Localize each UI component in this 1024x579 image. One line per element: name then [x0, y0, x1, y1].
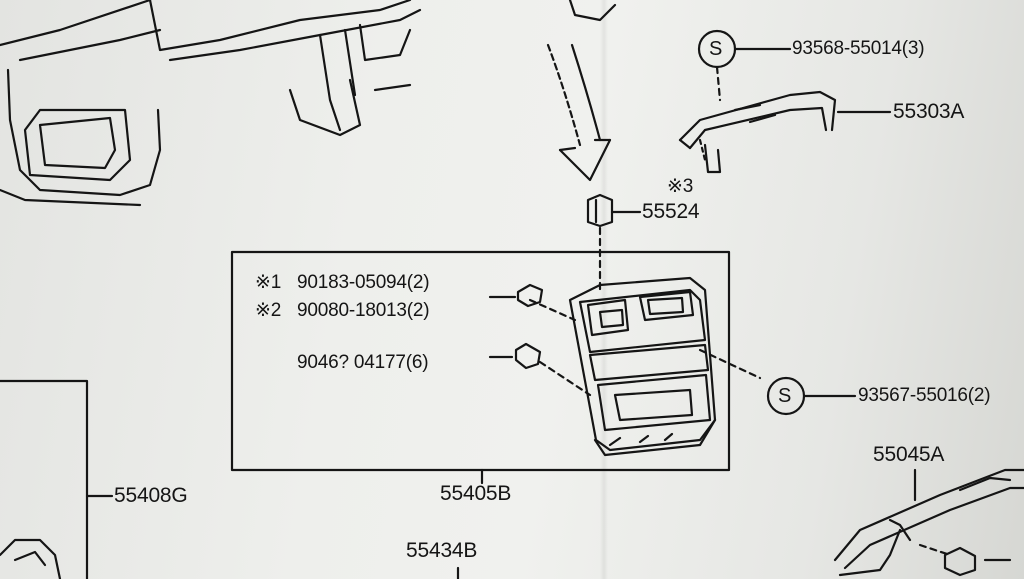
label-note-1-mark: ※1 — [255, 272, 282, 293]
label-clip-grommet: 9046? 04177(6) — [297, 352, 429, 373]
label-clip: 55524 — [642, 200, 700, 223]
center-panel-drawing — [568, 276, 762, 457]
label-note-1-part: 90183-05094(2) — [297, 272, 430, 293]
s-symbol-side: S — [778, 385, 792, 407]
label-note-2-part: 90080-18013(2) — [297, 300, 430, 321]
direction-arrow — [546, 43, 612, 182]
label-left-panel: 55408G — [114, 484, 188, 507]
lower-bracket — [833, 468, 1024, 577]
left-panel-box — [0, 379, 114, 579]
upper-bracket — [678, 90, 892, 174]
side-bolt-callout — [766, 376, 857, 416]
dashboard-outline — [0, 0, 617, 207]
clip-part — [586, 193, 642, 292]
s-symbol-top: S — [709, 38, 723, 60]
label-top-bolt: 93568-55014(3) — [792, 38, 925, 59]
label-bottom-panel: 55434B — [406, 539, 478, 562]
top-bolt-callout — [697, 29, 792, 102]
label-side-bolt: 93567-55016(2) — [858, 385, 991, 406]
label-note-3: ※3 — [667, 176, 694, 197]
paper-fold — [600, 0, 608, 579]
label-lower-bracket: 55045A — [873, 443, 945, 466]
label-upper-bracket: 55303A — [893, 100, 965, 123]
assembly-box — [230, 250, 731, 472]
label-center-panel: 55405B — [440, 482, 512, 505]
screw-clips — [488, 283, 592, 397]
label-note-2-mark: ※2 — [255, 300, 282, 321]
